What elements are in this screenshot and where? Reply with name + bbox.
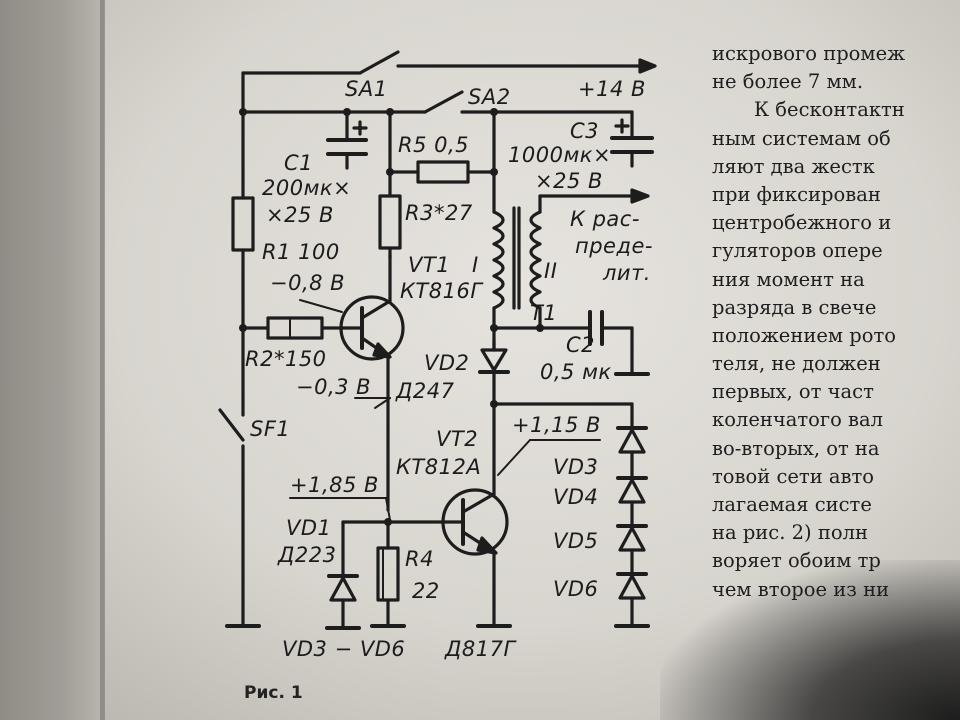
c1-capacitor [326, 110, 368, 170]
article-line: воряет обоим тр [712, 549, 881, 573]
junction-dots [239, 108, 544, 526]
vd1-type-label: Д223 [277, 543, 337, 567]
c2-value-label: 0,5 мк [540, 360, 612, 384]
vt2-transistor [386, 402, 512, 628]
vt2-collector-voltage-label: +1,15 В [512, 413, 601, 437]
page-fold [100, 0, 105, 720]
article-line: ния момент на [712, 267, 865, 291]
distributor-label-2: преде- [575, 234, 653, 258]
supply-voltage-label: +14 В [578, 77, 646, 101]
r1-resistor [231, 110, 255, 417]
distributor-label-3: лит. [602, 261, 651, 285]
vd3-label: VD3 [553, 455, 598, 479]
vd2-name-label: VD2 [424, 351, 469, 375]
c2-name-label: C2 [566, 333, 595, 357]
vt2-name-label: VT2 [436, 427, 478, 451]
r4-resistor [370, 520, 406, 628]
article-line: во-вторых, от на [712, 436, 880, 460]
c2-capacitor [588, 310, 650, 376]
article-line: чем второе из ни [712, 577, 890, 601]
vt1-name-label: VT1 [408, 253, 450, 277]
vd1-name-label: VD1 [286, 516, 331, 540]
r3-label: R3*27 [405, 201, 473, 225]
vd2-diode [478, 338, 634, 406]
article-line: гуляторов опере [712, 239, 883, 263]
r4-name-label: R4 [405, 547, 434, 571]
article-line: искрового промеж [712, 42, 906, 65]
r5-label: R5 0,5 [398, 133, 469, 157]
article-line: при фиксирован [712, 182, 881, 206]
article-line: теля, не должен [712, 352, 881, 376]
c3-capacitor [610, 110, 654, 168]
zener-chain [614, 402, 650, 628]
c3-value-label: 1000мк× [508, 143, 611, 167]
label-leaders [289, 299, 601, 521]
vt2-type-label: КТ812А [396, 455, 481, 479]
r4-value-label: 22 [412, 579, 440, 603]
sa1-rail [241, 50, 657, 112]
article-line: разряда в свече [712, 295, 877, 319]
sa2-label: SA2 [468, 85, 511, 109]
page-margin [0, 0, 104, 720]
c1-name-label: C1 [284, 151, 313, 175]
figure-caption: Рис. 1 [244, 683, 303, 703]
r1-label: R1 100 [262, 240, 340, 264]
vd2-type-label: Д247 [395, 379, 455, 403]
r3-resistor [378, 110, 402, 260]
winding-2-label: II [544, 259, 557, 283]
article-line: К бесконтактн [754, 98, 905, 122]
sf1-switch [218, 408, 261, 628]
zener-type-label: Д817Г [444, 637, 517, 661]
vt1-base-voltage-label: −0,8 В [270, 271, 345, 295]
article-line: товой сети авто [712, 464, 875, 488]
r5-resistor [388, 160, 496, 184]
vd5-label: VD5 [553, 529, 598, 553]
article-line: ляют два жестк [712, 154, 875, 178]
article-text: искрового промеж не более 7 мм. К бесконта… [712, 40, 960, 604]
sa1-label: SA1 [345, 77, 388, 101]
r2-label: R2*150 [245, 347, 327, 371]
vd6-label: VD6 [553, 577, 598, 601]
r2-resistor [241, 316, 347, 340]
c3-voltage-label: ×25 В [535, 169, 603, 193]
vt1-type-label: КТ816Г [400, 279, 484, 303]
vt1-emitter-voltage-label: −0,3 В [296, 375, 371, 399]
article-line: лагаемая систе [712, 493, 872, 516]
winding-1-label: I [472, 253, 479, 277]
vd1-diode [325, 520, 390, 630]
vt1-transistor [339, 253, 405, 512]
sf1-label: SF1 [250, 417, 290, 441]
distributor-label-1: К рас- [570, 207, 640, 231]
c3-name-label: C3 [570, 119, 599, 143]
main-bus [241, 90, 634, 114]
article-line: первых, от част [712, 380, 874, 404]
zener-range-label: VD3 − VD6 [282, 637, 405, 661]
c1-voltage-label: ×25 В [266, 203, 334, 227]
article-line: коленчатого вал [712, 408, 884, 432]
article-line: ным системам об [712, 126, 891, 150]
c1-value-label: 200мк× [262, 176, 351, 200]
article-line: центробежного и [712, 211, 892, 235]
article-line: не более 7 мм. [712, 70, 864, 94]
t1-label: T1 [530, 301, 557, 325]
vt2-base-voltage-label: +1,85 В [290, 473, 379, 497]
article-line: положением рото [712, 323, 896, 347]
vd4-label: VD4 [553, 485, 598, 509]
article-line: на рис. 2) полн [712, 521, 868, 545]
